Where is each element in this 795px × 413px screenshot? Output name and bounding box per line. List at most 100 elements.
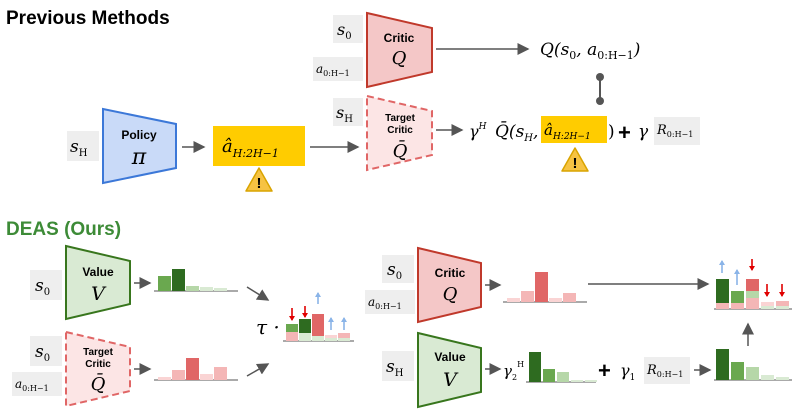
target-critic-title-2: Critic [387, 125, 413, 136]
value-title-top: Value [82, 265, 114, 279]
down-arrow-icon-head [749, 266, 755, 271]
bar-result [761, 302, 774, 306]
deas-critic-block [417, 246, 482, 324]
target-critic-title-1: Target [385, 113, 415, 124]
bar-sum [716, 349, 729, 380]
input-sH: sH [70, 137, 88, 159]
up-arrow-icon-head [328, 317, 334, 322]
reward-label: R0:H−1 [656, 123, 693, 139]
input-s0: s0 [337, 20, 352, 42]
bar-result [776, 301, 789, 306]
deas-critic-s0-bg [382, 255, 414, 283]
bar-tau [338, 333, 350, 338]
bar-result [776, 306, 789, 309]
deas-target-title-1: Target [83, 347, 113, 358]
target-plus: + [618, 120, 631, 145]
critic-symbol: Q [392, 48, 407, 69]
bar-result [731, 303, 744, 309]
target-critic-block [366, 94, 433, 172]
deas-critic-a-bg [365, 290, 415, 314]
bar-result [731, 291, 744, 303]
section-title-previous: Previous Methods [6, 8, 170, 29]
bar-result [746, 298, 759, 309]
target-close-paren: ) [608, 122, 615, 142]
bar-value-top [186, 286, 199, 291]
value-block-top [65, 244, 131, 321]
bar-gamma2 [585, 380, 597, 382]
input-sH-bg [67, 131, 99, 161]
action-label: âH:2H−1 [222, 136, 279, 160]
q-target-connector [596, 73, 604, 105]
deas-target-critic-block [65, 330, 131, 408]
up-arrow-icon-head [315, 292, 321, 297]
bar-gamma2 [543, 369, 555, 382]
value-block-bottom [417, 331, 482, 409]
input-a: a0:H−1 [316, 62, 350, 78]
down-arrow-icon-head [289, 316, 295, 321]
up-arrow-icon-head [734, 269, 740, 274]
gamma2-label: γ2H [503, 360, 524, 382]
bar-tau [286, 324, 298, 332]
gamma1-label: γ1 [620, 361, 635, 383]
deas-reward-bg [644, 357, 690, 384]
input-s0-bg [333, 15, 363, 43]
value-title-bottom: Value [434, 350, 466, 364]
bar-gamma2 [529, 352, 541, 382]
deas-input-s0b-bg [30, 336, 62, 366]
bar-target-bottom [200, 374, 213, 380]
bar-value-top [200, 287, 213, 291]
bar-tau [338, 338, 350, 341]
deas-input-s0: s0 [35, 276, 50, 298]
q-output-label: Q(s0, a0:H−1) [540, 40, 640, 62]
bar-critic [535, 272, 548, 302]
svg-text:!: ! [573, 155, 578, 172]
target-action-box [541, 116, 607, 143]
deas-critic-symbol: Q [443, 284, 458, 305]
bar-sum [776, 377, 789, 380]
target-gamma2: γ [638, 122, 649, 142]
policy-symbol: π [131, 145, 147, 170]
bar-critic [563, 293, 576, 302]
input-a-bg [313, 57, 363, 81]
action-box [213, 126, 305, 166]
bar-value-top [172, 269, 185, 291]
tau-label: τ · [256, 315, 280, 339]
deas-value-sH-bg [382, 351, 414, 381]
bar-tau [286, 332, 298, 341]
target-action-label: âH:2H−1 [544, 121, 591, 142]
warning-icon-target: ! [561, 147, 589, 172]
reward-bg [654, 117, 700, 145]
bar-result [716, 279, 729, 303]
target-critic-symbol: Q̄ [393, 139, 408, 162]
input-sH-target: sH [336, 103, 353, 125]
bar-gamma2 [571, 380, 583, 382]
bar-target-bottom [172, 370, 185, 380]
bar-tau [312, 314, 324, 336]
bar-sum [761, 375, 774, 380]
bar-tau [312, 336, 324, 341]
policy-title: Policy [121, 128, 157, 142]
bar-critic [549, 298, 562, 302]
bar-result [746, 291, 759, 298]
policy-block [102, 107, 177, 185]
bar-critic [507, 298, 520, 302]
deas-input-s0-bg [30, 270, 62, 300]
down-arrow-icon-head [779, 292, 785, 297]
bar-result [746, 279, 759, 291]
arrow-to-tau-bottom [246, 363, 270, 377]
down-arrow-icon-head [302, 313, 308, 318]
bar-target-bottom [214, 367, 227, 380]
deas-input-a: a0:H−1 [15, 377, 49, 393]
deas-input-s0b: s0 [35, 342, 50, 364]
deas-input-a-bg [12, 372, 62, 396]
bar-critic [521, 291, 534, 302]
bar-charts [154, 259, 792, 383]
bar-target-bottom [158, 377, 171, 380]
up-arrow-icon-head [719, 260, 725, 265]
bar-tau [299, 333, 311, 341]
deas-critic-a: a0:H−1 [368, 295, 402, 311]
bar-sum [731, 362, 744, 380]
bar-tau [299, 319, 311, 333]
arrow-to-tau-top [246, 286, 270, 301]
critic-title: Critic [384, 31, 415, 45]
